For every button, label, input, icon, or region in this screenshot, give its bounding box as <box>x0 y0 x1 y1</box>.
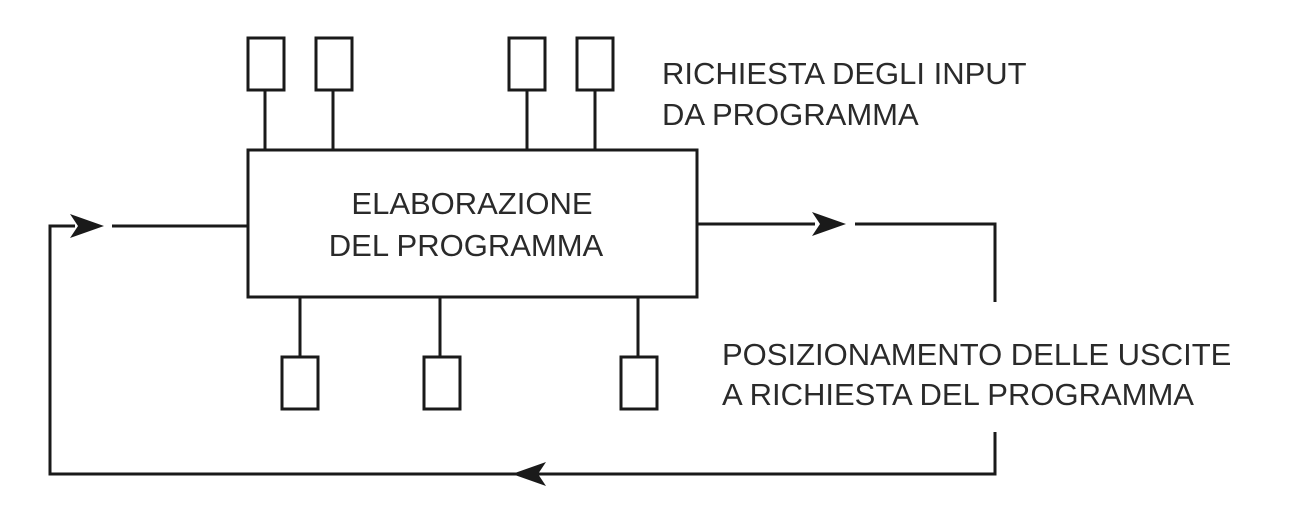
output-box-2 <box>422 355 462 411</box>
program-processing-block <box>246 148 699 299</box>
output-box-1 <box>280 355 320 411</box>
arrow-right-input-icon <box>70 214 104 238</box>
flow-line-right-upper <box>855 222 997 302</box>
output-boxes <box>280 297 659 411</box>
flow-line-return <box>48 224 997 476</box>
scan-cycle-loop <box>48 212 997 486</box>
arrow-right-output-icon <box>812 212 846 236</box>
inputs-label-line2: DA PROGRAMMA <box>662 97 919 132</box>
input-box-1 <box>246 36 286 92</box>
output-box-3 <box>619 355 659 411</box>
processing-label-line2: DEL PROGRAMMA <box>329 228 604 263</box>
input-box-3 <box>507 36 547 92</box>
input-boxes <box>246 36 615 150</box>
input-box-4 <box>575 36 615 92</box>
inputs-label-line1: RICHIESTA DEGLI INPUT <box>662 56 1027 91</box>
outputs-label-line1: POSIZIONAMENTO DELLE USCITE <box>722 337 1231 372</box>
processing-label-line1: ELABORAZIONE <box>351 186 592 221</box>
input-box-2 <box>314 36 354 92</box>
arrow-left-return-icon <box>512 462 546 486</box>
outputs-label-line2: A RICHIESTA DEL PROGRAMMA <box>722 377 1194 412</box>
